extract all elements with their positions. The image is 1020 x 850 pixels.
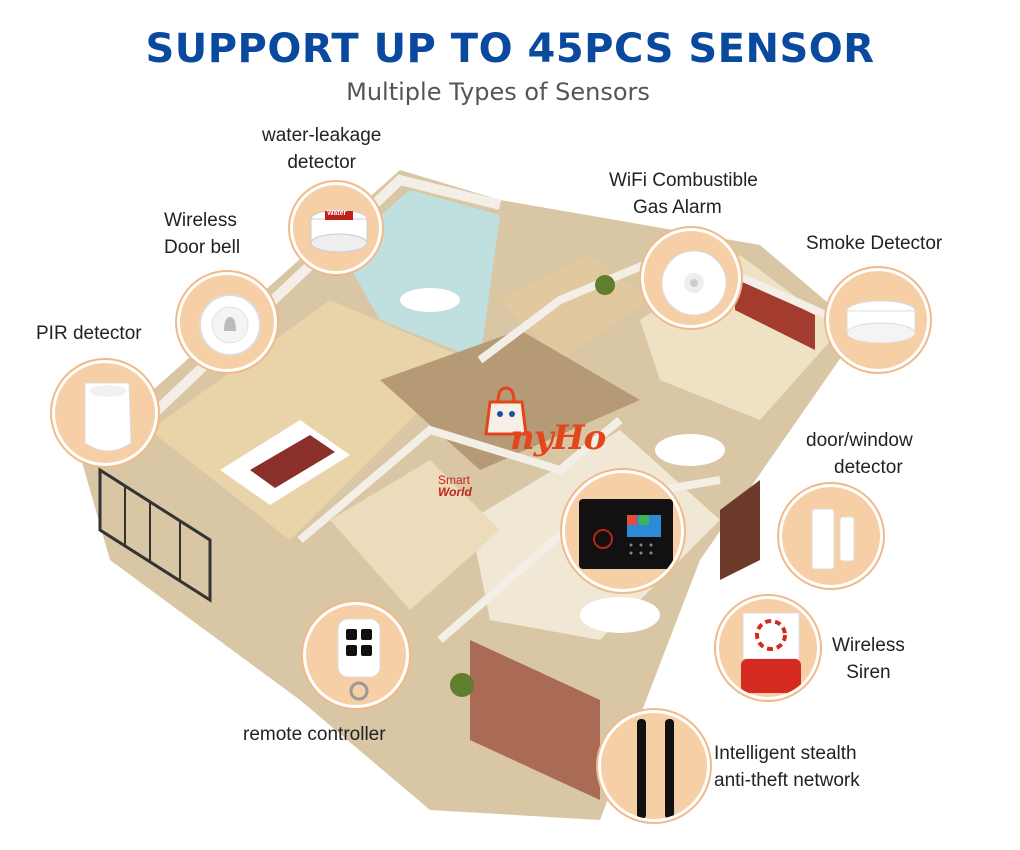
- bedroom-floor: [150, 300, 470, 540]
- balcony-rail: [98, 467, 212, 603]
- water-leakage-bubble: Water: [290, 182, 382, 274]
- remote-key-fob-icon: [337, 618, 381, 701]
- door-bell-icon: [199, 294, 261, 356]
- second-bedroom-floor: [330, 460, 500, 610]
- shopping-bag-logo-icon: [484, 386, 528, 436]
- kitchen-cabinet: [735, 275, 815, 350]
- remote-controller-label: remote controller: [243, 724, 386, 745]
- coffee-table: [580, 597, 660, 633]
- door-bell-label: Wireless Door bell: [164, 210, 241, 258]
- dining-table: [655, 434, 725, 466]
- antenna-icon: [637, 719, 674, 819]
- siren-bubble: [716, 596, 820, 700]
- remote-bubble: [303, 602, 409, 708]
- siren-label: Wireless Siren: [832, 635, 905, 683]
- plant: [595, 275, 615, 295]
- gas-alarm-bubble: [641, 228, 741, 328]
- control-panel-bubble: [562, 470, 684, 592]
- smoke-detector-bubble: [826, 268, 930, 372]
- door-window-sensor-icon: [811, 508, 855, 570]
- page-subtitle: Multiple Types of Sensors: [346, 78, 650, 106]
- siren-icon: [741, 612, 801, 693]
- bed-blanket: [250, 435, 335, 488]
- plant: [450, 673, 474, 697]
- pir-detector-label: PIR detector: [36, 323, 142, 344]
- gas-alarm-label: WiFi Combustible Gas Alarm: [609, 170, 758, 218]
- page-title: SUPPORT UP TO 45PCS SENSOR: [145, 26, 875, 72]
- water-sensor-icon: [310, 209, 368, 253]
- bath-tub: [400, 288, 460, 312]
- network-antenna-bubble: [598, 710, 710, 822]
- pir-detector-bubble: [52, 360, 158, 466]
- smoke-detector-icon: [846, 300, 916, 344]
- door: [720, 480, 760, 580]
- water-leakage-label: water-leakage detector: [262, 125, 382, 173]
- wall: [477, 245, 862, 364]
- smoke-detector-label: Smoke Detector: [806, 233, 943, 254]
- wooden-screen: [470, 640, 600, 800]
- door-window-label: door/window detector: [806, 430, 913, 478]
- pir-sensor-icon: [84, 382, 132, 452]
- stealth-network-label: Intelligent stealth anti-theft network: [714, 743, 860, 791]
- wall: [297, 416, 623, 544]
- door-bell-bubble: [177, 272, 277, 372]
- alarm-panel-icon: [579, 499, 673, 569]
- smart-world-logo: Smart World: [438, 473, 472, 499]
- gas-alarm-icon: [661, 250, 727, 316]
- brand-logo-text: nyHo: [510, 418, 606, 458]
- door-window-bubble: [779, 484, 883, 588]
